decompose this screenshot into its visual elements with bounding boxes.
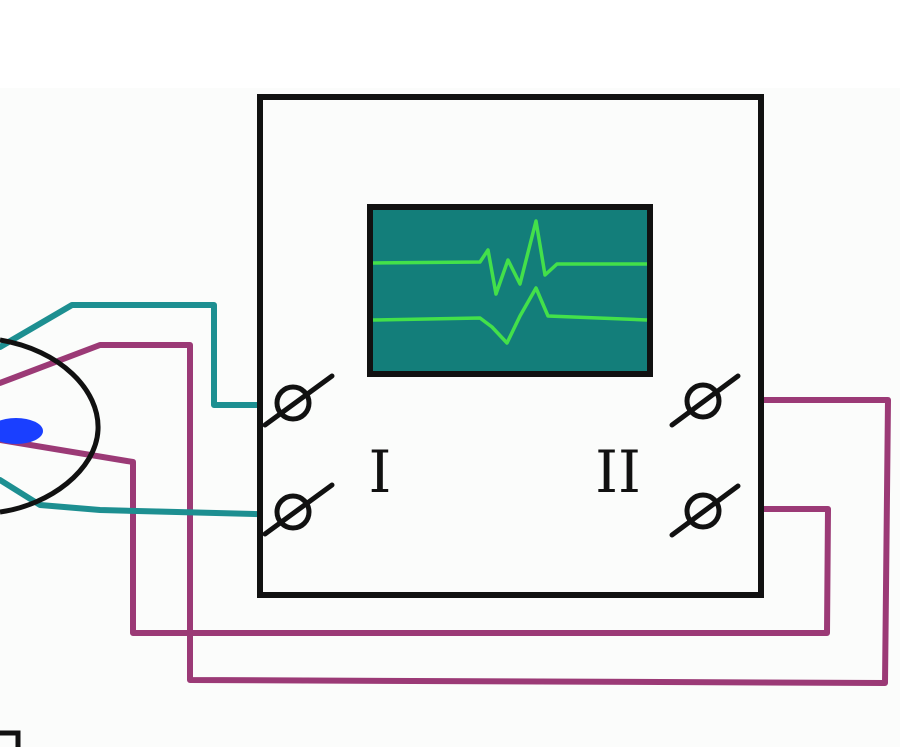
trace-channel-one	[372, 219, 647, 296]
channel-label-left: I	[369, 438, 392, 506]
teal-wires	[0, 302, 295, 518]
terminal-left-top[interactable]	[262, 373, 335, 428]
oscilloscope-screen	[367, 204, 653, 377]
terminal-right-bottom[interactable]	[669, 483, 741, 538]
trace-channel-two	[372, 286, 648, 345]
terminal-slash	[669, 483, 741, 538]
magenta-wire-outer	[0, 342, 891, 686]
coil-loop	[0, 337, 101, 515]
blue-magnet-dot	[0, 418, 43, 444]
terminal-slash	[669, 373, 741, 428]
channel-label-right: II	[595, 438, 641, 506]
teal-wire-upper	[0, 302, 295, 408]
magenta-wire-inner	[0, 437, 831, 636]
terminal-left-bottom[interactable]	[262, 482, 335, 537]
screen-traces	[372, 219, 648, 345]
terminal-slash	[262, 482, 335, 537]
magenta-wires	[0, 342, 891, 686]
terminal-slash	[262, 373, 335, 428]
top-band	[0, 0, 900, 88]
teal-wire-lower	[0, 477, 295, 518]
terminal-right-top[interactable]	[669, 373, 741, 428]
corner-fragment	[0, 730, 21, 747]
